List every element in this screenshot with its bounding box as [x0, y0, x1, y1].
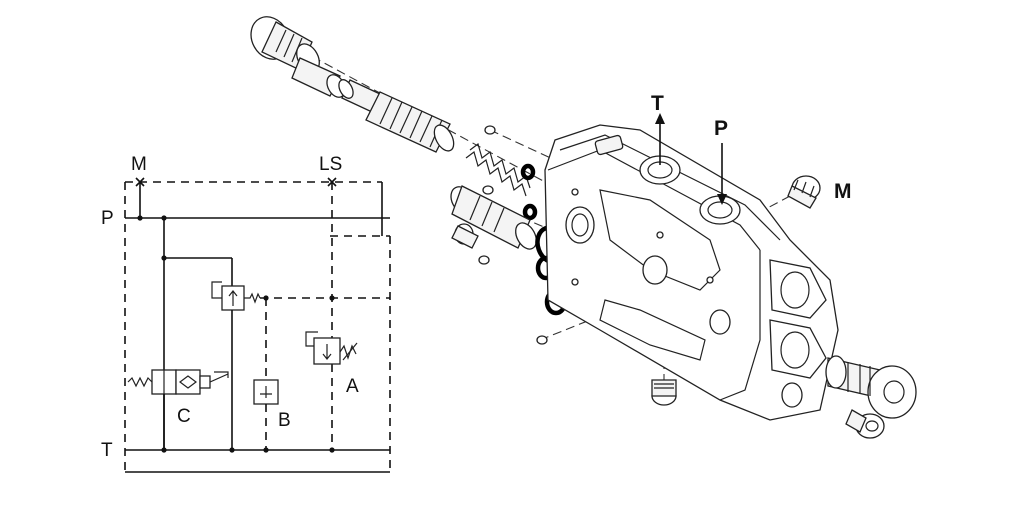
exploded-label-p: P: [714, 117, 728, 140]
schematic-label-ls: LS: [319, 154, 342, 175]
exploded-view: T P M: [250, 16, 917, 439]
bottom-plug: [651, 379, 677, 406]
component-a-adjust: [342, 342, 358, 361]
side-port-upper: [769, 259, 827, 319]
m-port-cross: [135, 177, 145, 187]
t-dot-1: [161, 447, 167, 453]
small-end-plug: [845, 409, 885, 439]
hydraulic-schematic: M LS P T A B C: [101, 154, 391, 473]
leader-plug: [539, 319, 591, 341]
schematic-label-t: T: [101, 440, 113, 461]
small-plug-2: [478, 255, 490, 265]
component-a-arrow: [322, 344, 332, 360]
side-port-lower: [769, 319, 827, 379]
small-pin: [484, 125, 496, 135]
body-bore-2: [642, 255, 668, 285]
t-dot-2: [229, 447, 235, 453]
m-junction-dot: [137, 215, 143, 221]
spool-body: [338, 79, 455, 153]
ls-port-cross: [327, 177, 337, 187]
exploded-label-t: T: [651, 92, 664, 115]
spool-coupling: [291, 57, 346, 98]
compensator-arrow: [228, 290, 238, 306]
p-port-arrow: [717, 143, 727, 205]
cartridge-valve: [450, 185, 537, 250]
schematic-label-b: B: [278, 410, 291, 431]
t-dot-4: [329, 447, 335, 453]
body-nameplate: [594, 134, 624, 156]
spool-end-cap-right: [825, 355, 917, 419]
pilot-dot-2: [329, 295, 335, 301]
cartridge-cap: [451, 223, 479, 249]
spring: [465, 142, 531, 197]
component-a-pilot: [305, 331, 318, 347]
body-bore-3: [709, 309, 731, 335]
component-c-spring: [127, 376, 153, 388]
compensator-pilot: [211, 281, 222, 299]
component-c-coil: [209, 371, 229, 383]
component-c-solenoid: [199, 375, 211, 389]
t-port-arrow: [655, 113, 665, 165]
component-b-inner: [260, 386, 272, 398]
side-port-small: [781, 382, 803, 408]
exploded-label-m: M: [834, 180, 852, 203]
component-a-spring: [339, 344, 357, 360]
schematic-label-a: A: [346, 376, 359, 397]
compensator-spring: [244, 292, 261, 304]
component-c-check: [179, 375, 197, 389]
t-dot-3: [263, 447, 269, 453]
valve-body: [544, 124, 839, 421]
small-seal-1: [520, 163, 536, 181]
small-plug-3: [536, 335, 548, 345]
schematic-label-p: P: [101, 208, 114, 229]
feed-junction-dot: [161, 215, 167, 221]
schematic-label-c: C: [177, 406, 191, 427]
leader-pin: [489, 129, 556, 161]
small-plug-1: [482, 185, 494, 195]
schematic-label-m: M: [131, 154, 147, 175]
m-port-plug: [787, 175, 821, 209]
body-bore-1: [565, 206, 595, 244]
small-seal-2: [522, 203, 538, 221]
